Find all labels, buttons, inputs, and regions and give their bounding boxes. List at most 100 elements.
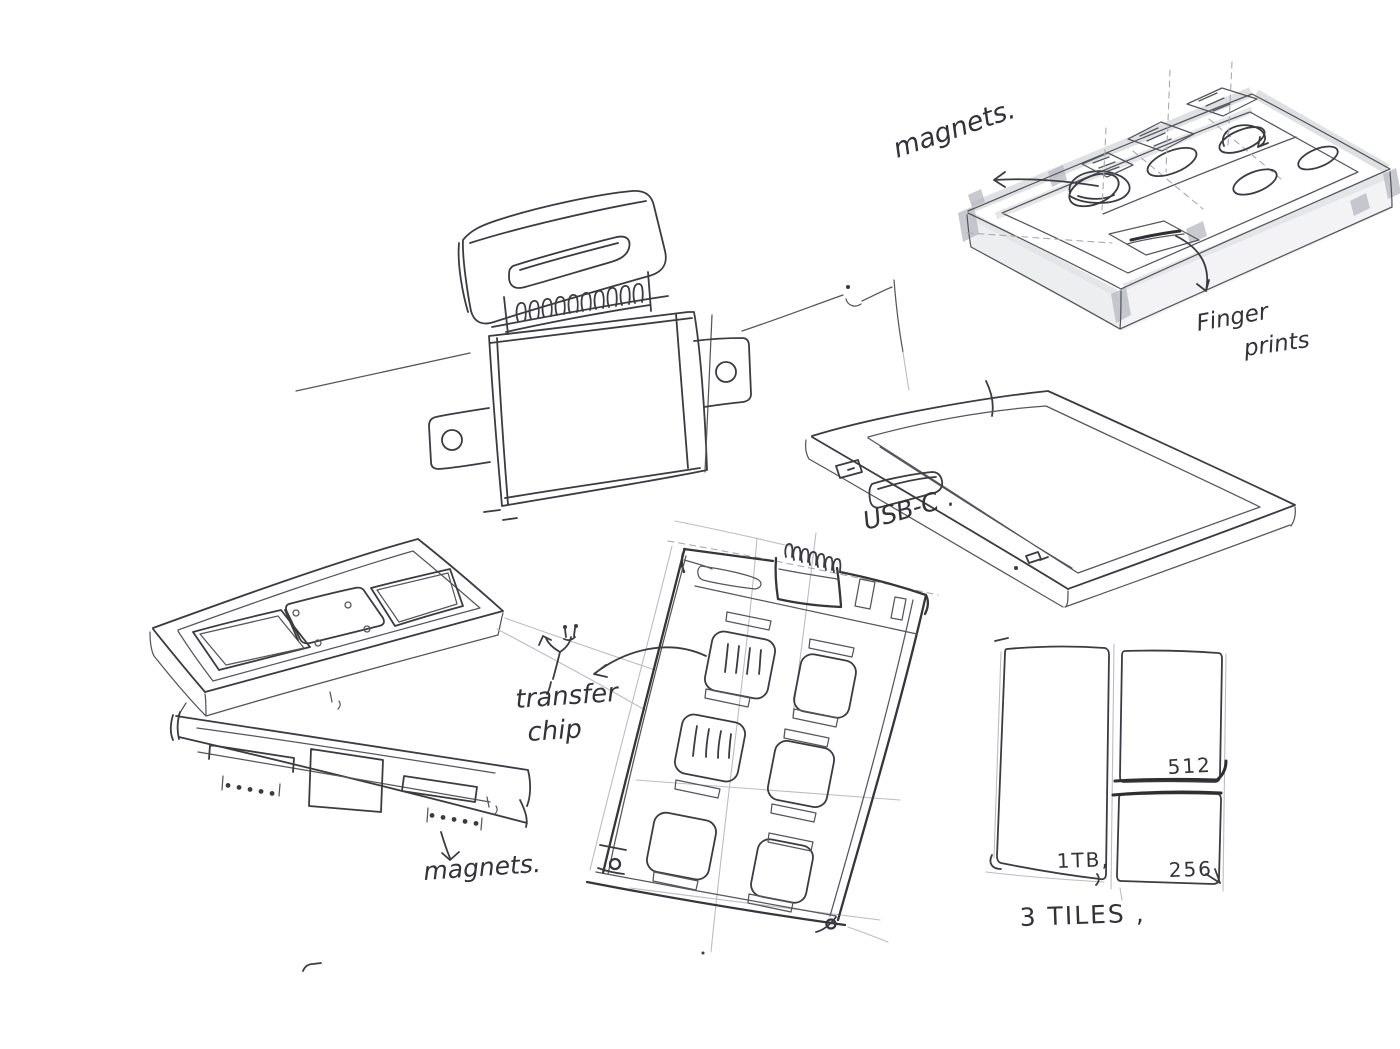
fingerprint-slot-outline: [1108, 220, 1200, 256]
board-slots: [652, 611, 855, 913]
module-tabs: [428, 337, 752, 470]
tab-hole-right: [715, 361, 737, 383]
board-connector-block: [774, 556, 843, 609]
plate-screw-hole-1: [292, 609, 300, 617]
usb-tray-outline: [811, 380, 1296, 590]
tray-deck-outline: [966, 93, 1393, 330]
recess-middle-plate: [284, 586, 385, 645]
magnets-top-arrow: [993, 171, 1099, 188]
recess-tray-guides: [496, 617, 656, 711]
tray-rim-marker-front-right: [1122, 171, 1390, 291]
tiles-heavy-edges: [1111, 759, 1228, 797]
stray-dot: [701, 951, 705, 955]
annotation-transfer-line2: chip: [526, 714, 582, 748]
board-outline: [585, 547, 929, 927]
socket-1: [704, 630, 776, 700]
recess-left-inner: [199, 615, 305, 666]
module-baseline-fade: [674, 351, 910, 549]
tray-grid-dashed: [966, 118, 1282, 244]
usb-tray-dot: [1014, 566, 1018, 570]
tray-rim-marker-front-left: [970, 212, 1118, 297]
recess-tray-outline: [152, 538, 504, 693]
magnet-circle-2: [1146, 146, 1198, 178]
socket-3: [646, 811, 717, 881]
plug-pin-dot-2: [574, 624, 578, 628]
annotation-finger-line1: Finger: [1195, 298, 1272, 336]
tiles-corner-flicks: [1095, 868, 1221, 886]
sketch-recess-tray: [149, 538, 656, 717]
stray-marks: [302, 951, 705, 972]
board-screw-hole-left: [608, 857, 622, 871]
tray-side-fill-front: [1118, 173, 1393, 331]
tab-hole-left: [441, 429, 463, 451]
usb-tray-inner-rim: [867, 405, 1261, 574]
socket-2: [674, 713, 746, 783]
sketch-tile-board: transfer chip: [514, 532, 939, 953]
side-blocks: [208, 744, 478, 813]
socket-chip-hatching: [692, 643, 762, 759]
fingerprint-slot-inner: [1126, 233, 1185, 245]
recess-left: [192, 609, 311, 671]
board-connector-base: [778, 568, 838, 580]
sketch-connector-module: [295, 190, 910, 549]
socket-5: [766, 739, 836, 809]
tile-label-256: 256: [1168, 856, 1213, 882]
module-baselines: [295, 279, 904, 392]
annotation-magnets-bottom: magnets.: [422, 849, 541, 886]
recess-tray-thickness: [149, 612, 504, 717]
transfer-chip-plug-doodle: [538, 627, 576, 695]
plug-pin-dot-1: [563, 625, 567, 629]
tile-left: [989, 637, 1110, 881]
board-screw-hole-right: [825, 918, 837, 930]
sketch-usb-tray: USB-C .: [805, 380, 1296, 608]
annotation-transfer-line1: transfer: [514, 678, 621, 715]
recess-right-inner: [376, 572, 458, 623]
plate-screw-hole-4: [314, 639, 322, 647]
sketch-side-view: magnets.: [169, 691, 542, 886]
board-connector-pins: [784, 543, 842, 573]
tray-side-fill-left: [968, 212, 1122, 331]
fingerprint-arrow: [1175, 235, 1210, 292]
annotation-finger-line2: prints: [1241, 327, 1311, 362]
connector-pins: [515, 282, 644, 322]
magnet-drop-lines: [1101, 61, 1233, 211]
connector-block: [491, 271, 669, 335]
module-body-outer-line: [704, 314, 713, 473]
plate-screw-hole-2: [344, 601, 352, 609]
side-band-inner-lines: [196, 727, 496, 803]
plate-screw-hole-3: [363, 625, 371, 633]
magnet-circle-5: [1297, 145, 1339, 171]
annotation-magnets-top: magnets.: [889, 94, 1019, 165]
stray-dash: [302, 962, 322, 972]
annotation-usb-c: USB-C .: [860, 482, 958, 536]
tray-rim-marker-back-left: [971, 87, 1253, 212]
tile-label-1tb: 1TB,: [1056, 847, 1110, 873]
board-corner-steps: [597, 844, 837, 933]
recess-right: [370, 568, 464, 627]
leader-dot: [846, 285, 850, 289]
magnets-bottom-arrow: [440, 831, 460, 861]
module-body: [483, 311, 708, 521]
usb-tray-thickness: [805, 439, 1296, 608]
recess-tray-inner: [177, 550, 481, 682]
socket-6: [750, 838, 814, 904]
magnet-circle-4: [1232, 168, 1278, 196]
tiles-guides: [985, 643, 1227, 901]
usb-tray-corner-marks: [1025, 551, 1049, 564]
tile-top-right: [1119, 649, 1223, 783]
floating-magnet-tiles: [1081, 87, 1258, 178]
usb-c-port: [835, 459, 944, 509]
tile-label-512: 512: [1167, 753, 1212, 779]
cap-outline: [457, 190, 667, 325]
magnet-dots: [225, 783, 479, 826]
sketch-three-tiles: 1TB, 512 256 3 TILES ,: [985, 637, 1228, 932]
side-tick-marks: [221, 691, 498, 831]
board-top-cutout: [697, 565, 907, 621]
board-double-lines: [595, 555, 918, 917]
cap-slot: [508, 235, 631, 289]
magnet-scribble-arrows: [1068, 124, 1269, 204]
fingerprint-slot: [1129, 229, 1182, 242]
sketch-magnet-tray: magnets. Finger prints: [889, 61, 1400, 362]
